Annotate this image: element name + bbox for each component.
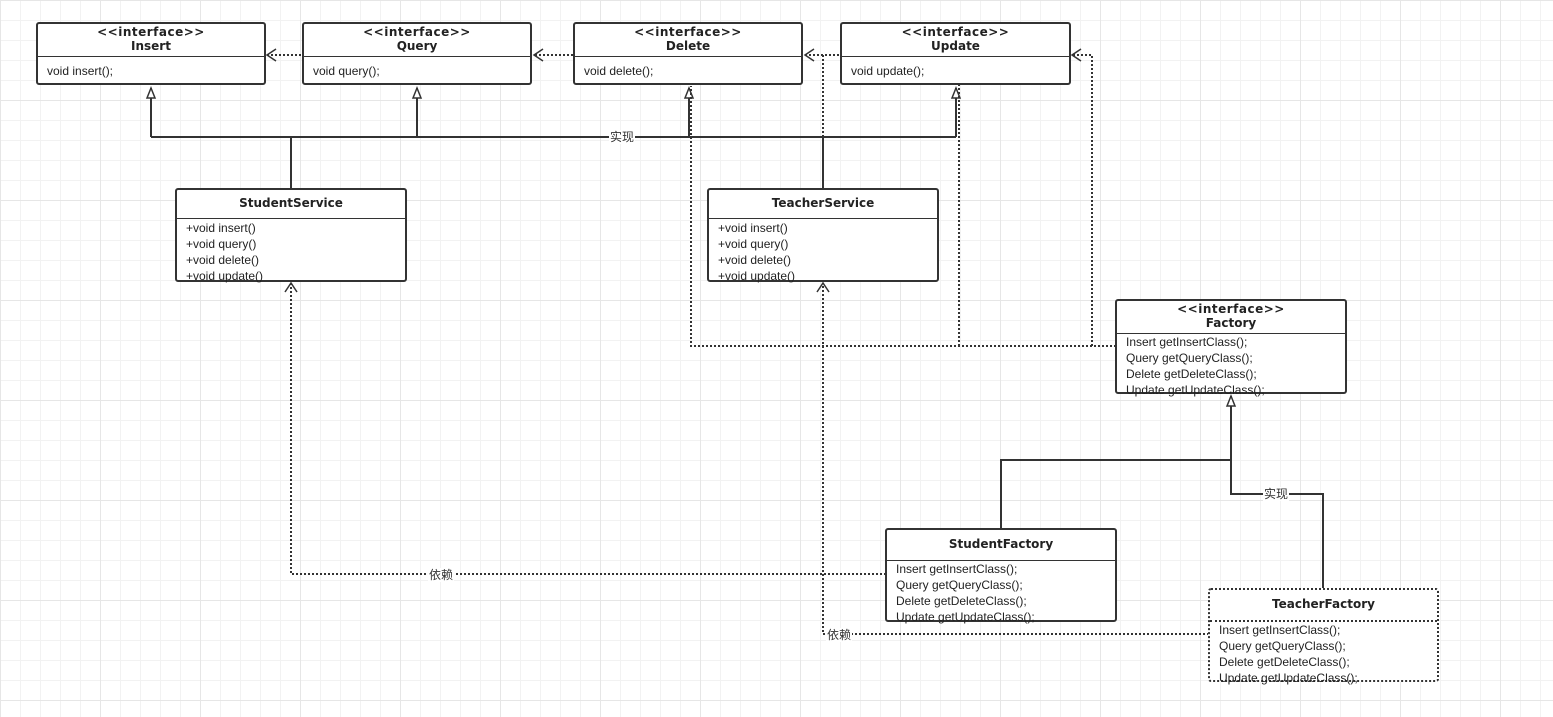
open-arrow-update (1070, 48, 1082, 62)
member: Delete getDeleteClass(); (896, 594, 1027, 608)
class-factory[interactable]: <<interface>> Factory Insert getInsertCl… (1115, 299, 1347, 397)
member: +void insert() (718, 221, 788, 235)
class-delete[interactable]: <<interface>> Delete void delete(); (573, 22, 803, 85)
class-name: Insert (131, 39, 171, 53)
member: void query(); (313, 64, 380, 78)
member: Delete getDeleteClass(); (1219, 655, 1350, 669)
class-name: StudentService (239, 196, 343, 210)
member: Update getUpdateClass(); (896, 610, 1035, 624)
member: Insert getInsertClass(); (1219, 623, 1341, 637)
member: Update getUpdateClass(); (1126, 383, 1265, 397)
class-name: TeacherService (771, 196, 875, 210)
member: +void update() (186, 269, 264, 283)
stereotype-label: <<interface>> (97, 25, 205, 39)
edge-label-depends-student[interactable]: 依赖 (428, 568, 455, 582)
class-insert[interactable]: <<interface>> Insert void insert(); (36, 22, 266, 85)
arrowhead-query (411, 85, 423, 99)
member: +void query() (718, 237, 789, 251)
member: Query getQueryClass(); (896, 578, 1023, 592)
realize-teacher-factory (1230, 460, 1324, 589)
member: +void delete() (718, 253, 792, 267)
dep-update-to-delete (822, 54, 839, 186)
member: void insert(); (47, 64, 114, 78)
dep-factory-update (1073, 54, 1093, 346)
member: Query getQueryClass(); (1126, 351, 1253, 365)
class-name: Delete (665, 39, 711, 53)
edge-label-implements-factory[interactable]: 实现 (1263, 487, 1290, 501)
arrowhead-delete (683, 85, 695, 99)
member: void delete(); (584, 64, 654, 78)
stereotype-label: <<interface>> (901, 25, 1010, 39)
stereotype-label: <<interface>> (1177, 302, 1285, 316)
open-arrow-query (532, 48, 544, 62)
class-query[interactable]: <<interface>> Query void query(); (302, 22, 532, 85)
edge-label-implements[interactable]: 实现 (609, 130, 636, 144)
class-name: TeacherFactory (1272, 597, 1375, 611)
class-update[interactable]: <<interface>> Update void update(); (840, 22, 1071, 85)
arrowhead-update (950, 85, 962, 99)
class-student-service[interactable]: StudentService +void insert() +void quer… (175, 188, 407, 283)
edge-label-depends-teacher[interactable]: 依赖 (826, 628, 853, 642)
member: Update getUpdateClass(); (1219, 671, 1358, 685)
class-name: StudentFactory (948, 537, 1054, 551)
member: Insert getInsertClass(); (1126, 335, 1248, 349)
realize-factory-bus (1000, 396, 1232, 530)
class-name: Query (396, 39, 438, 53)
member: +void query() (186, 237, 257, 251)
class-name: Update (931, 39, 980, 53)
stereotype-label: <<interface>> (634, 25, 742, 39)
class-teacher-service[interactable]: TeacherService +void insert() +void quer… (707, 188, 939, 283)
member: Insert getInsertClass(); (896, 562, 1018, 576)
member: Delete getDeleteClass(); (1126, 367, 1257, 381)
arrowhead-insert (145, 85, 157, 99)
member: Query getQueryClass(); (1219, 639, 1346, 653)
class-student-factory[interactable]: StudentFactory Insert getInsertClass(); … (885, 528, 1117, 624)
class-teacher-factory[interactable]: TeacherFactory Insert getInsertClass(); … (1208, 588, 1439, 685)
member: +void update() (718, 269, 796, 283)
member: void update(); (851, 64, 925, 78)
open-arrow-delete (803, 48, 815, 62)
member: +void delete() (186, 253, 260, 267)
dep-studentfactory-studentservice (290, 284, 886, 575)
open-arrow-insert (265, 48, 277, 62)
class-name: Factory (1205, 316, 1257, 330)
stereotype-label: <<interface>> (363, 25, 471, 39)
member: +void insert() (186, 221, 256, 235)
